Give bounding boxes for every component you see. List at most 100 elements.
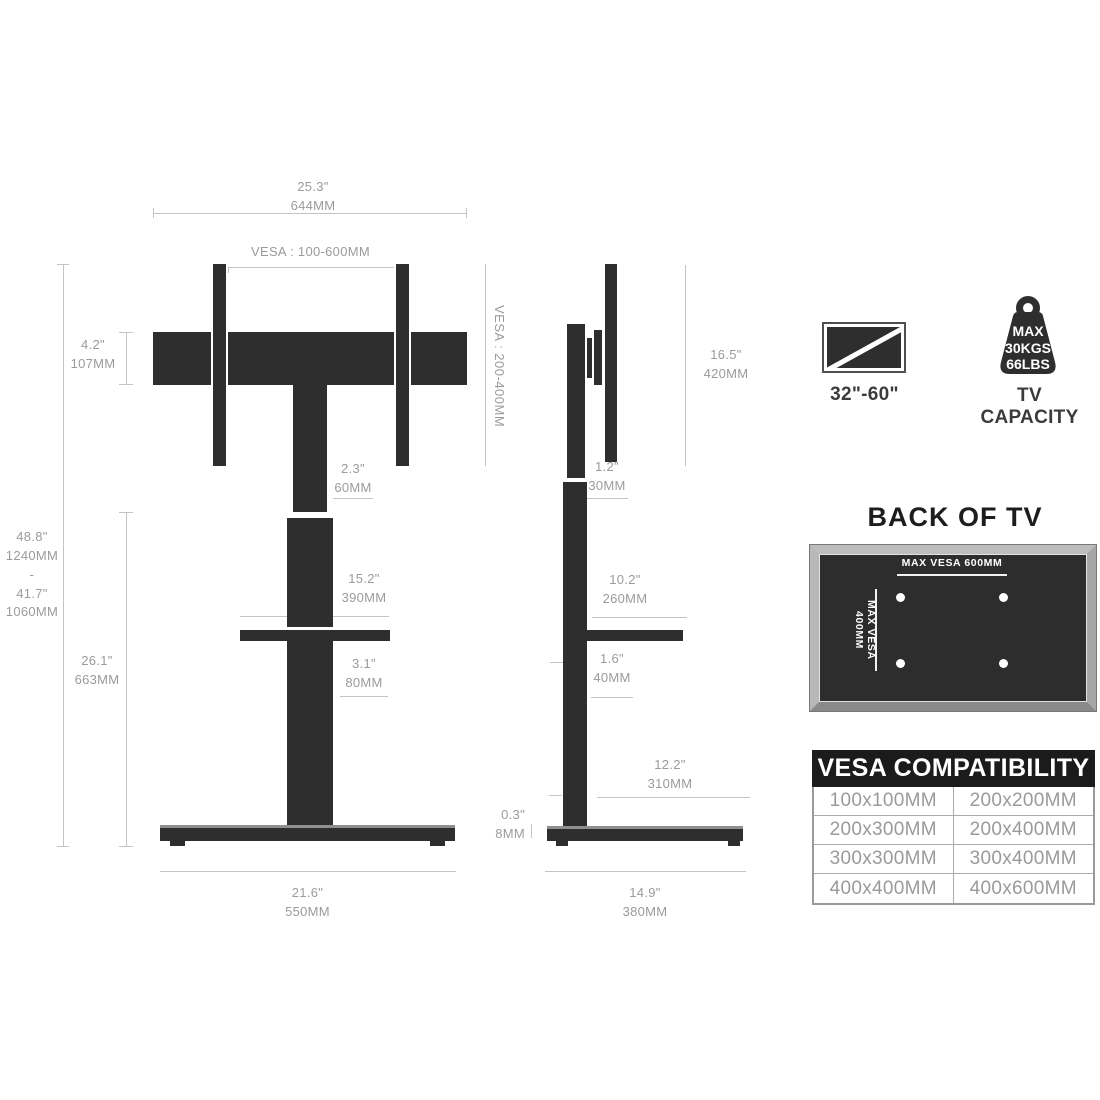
dim-underline xyxy=(333,498,373,499)
base-thickness-in: 0.3" xyxy=(501,807,525,822)
column-top-width-mm: 60MM xyxy=(334,479,372,495)
bracket-height-label: 4.2" 107MM xyxy=(64,336,122,374)
tv-bracket-bar xyxy=(153,332,467,385)
column-lower xyxy=(287,641,333,825)
dim-line-front-width xyxy=(153,213,467,214)
dim-tick xyxy=(119,384,133,385)
vesa-hole xyxy=(896,593,905,602)
height-range-label: 48.8" 1240MM - 41.7" 1060MM xyxy=(2,528,62,622)
shelf-front xyxy=(240,630,390,641)
dim-tick xyxy=(394,267,395,273)
max-vesa-vertical-label: MAX VESA 400MM xyxy=(853,582,877,678)
vesa-hole xyxy=(999,659,1008,668)
back-of-tv-title: BACK OF TV xyxy=(867,502,1043,532)
height-max-mm: 1240MM xyxy=(5,547,59,563)
column-bottom-width-mm: 80MM xyxy=(345,674,383,690)
tv-height-in: 16.5" xyxy=(710,347,742,362)
base-width-label: 21.6" 550MM xyxy=(250,884,365,922)
vesa-cell: 300x300MM xyxy=(814,845,954,874)
vesa-cell: 200x200MM xyxy=(953,787,1093,816)
mount-rail-left xyxy=(213,264,226,466)
base-foot xyxy=(170,841,185,846)
max-vesa-v-text: MAX VESA 400MM xyxy=(853,600,877,660)
dim-tick xyxy=(550,662,565,663)
lower-height-label: 26.1" 663MM xyxy=(68,652,126,690)
adjust-height-label: 15.2" 390MM xyxy=(330,570,398,608)
mount-rail-right xyxy=(396,264,409,466)
column-lower-side xyxy=(563,482,587,826)
dim-tick xyxy=(531,824,532,838)
bracket-depth-label: 1.2" 30MM xyxy=(584,458,630,496)
vesa-cell: 100x100MM xyxy=(814,787,954,816)
weight-text-max: MAX xyxy=(1012,323,1044,339)
bracket-height-in: 4.2" xyxy=(81,337,105,352)
adjust-height-in: 15.2" xyxy=(348,571,380,586)
dim-line-lower-height xyxy=(126,512,127,847)
dim-tick xyxy=(228,267,229,273)
front-width-label: 25.3" 644MM xyxy=(253,178,373,216)
column-top-width-in: 2.3" xyxy=(341,461,365,476)
dim-line-base-depth xyxy=(545,871,746,872)
base-front xyxy=(160,825,455,841)
dim-line-shelf-depth xyxy=(592,617,687,618)
shelf-depth-mm: 260MM xyxy=(602,590,648,606)
lower-height-in: 26.1" xyxy=(81,653,113,668)
vesa-hole xyxy=(896,659,905,668)
dim-tick xyxy=(119,512,133,513)
base-depth-label: 14.9" 380MM xyxy=(613,884,677,922)
tv-height-label: 16.5" 420MM xyxy=(696,346,756,384)
column-top-width-label: 2.3" 60MM xyxy=(328,460,378,498)
column-bottom-width-in: 3.1" xyxy=(352,656,376,671)
vesa-table-header: VESA COMPATIBILITY xyxy=(812,750,1095,787)
base-rear-depth-label: 12.2" 310MM xyxy=(638,756,702,794)
base-width-mm: 550MM xyxy=(285,903,330,919)
dim-line-vesa-v xyxy=(485,264,486,466)
vesa-cell: 300x400MM xyxy=(953,845,1093,874)
base-depth-in: 14.9" xyxy=(629,885,661,900)
dim-line-base-width xyxy=(160,871,456,872)
height-min-in: 41.7" xyxy=(16,585,48,601)
bracket-depth-in: 1.2" xyxy=(595,459,619,474)
base-side xyxy=(547,826,743,841)
weight-icon: MAX 30KGS 66LBS xyxy=(1000,296,1056,374)
base-foot xyxy=(556,841,568,846)
max-vesa-horizontal-label: MAX VESA 600MM xyxy=(901,557,1003,569)
vesa-cell: 400x400MM xyxy=(814,874,954,903)
base-rear-depth-mm: 310MM xyxy=(647,775,693,791)
base-depth-mm: 380MM xyxy=(622,903,668,919)
base-rear-depth-in: 12.2" xyxy=(654,757,686,772)
front-width-in: 25.3" xyxy=(297,179,329,194)
tv-screen xyxy=(827,327,901,368)
dim-tick xyxy=(153,208,154,218)
dim-line-bracket-h xyxy=(126,332,127,385)
front-vesa-v-text: VESA : 200-400MM xyxy=(492,304,507,428)
dim-tick xyxy=(119,332,133,333)
vesa-cell: 400x600MM xyxy=(969,877,1077,899)
dim-tick xyxy=(57,264,69,265)
shelf-depth-in: 10.2" xyxy=(609,572,641,587)
bracket-depth-mm: 30MM xyxy=(588,477,626,493)
weight-body xyxy=(1000,312,1056,374)
tv-height-mm: 420MM xyxy=(703,365,749,381)
dim-tick xyxy=(466,208,467,218)
column-depth-in: 1.6" xyxy=(600,651,624,666)
tv-panel-side xyxy=(605,264,617,462)
shelf-side xyxy=(585,630,683,641)
range-separator: - xyxy=(29,566,35,582)
lower-height-mm: 663MM xyxy=(74,671,120,687)
dim-underline xyxy=(591,697,633,698)
dim-line-base-rear xyxy=(597,797,750,798)
column-middle xyxy=(287,518,333,627)
weight-text-lbs: 66LBS xyxy=(1006,356,1050,372)
shelf-depth-label: 10.2" 260MM xyxy=(593,571,657,609)
column-depth-label: 1.6" 40MM xyxy=(589,650,635,688)
weight-text-kgs: 30KGS xyxy=(1005,340,1051,356)
dim-underline xyxy=(340,696,388,697)
vesa-cell: 200x300MM xyxy=(814,816,954,845)
base-foot xyxy=(430,841,445,846)
front-vesa-h-label: VESA : 100-600MM xyxy=(223,243,398,262)
dim-line-total-height xyxy=(63,264,64,847)
tv-back-panel xyxy=(809,544,1097,712)
tv-capacity-label: TV CAPACITY xyxy=(980,385,1079,428)
